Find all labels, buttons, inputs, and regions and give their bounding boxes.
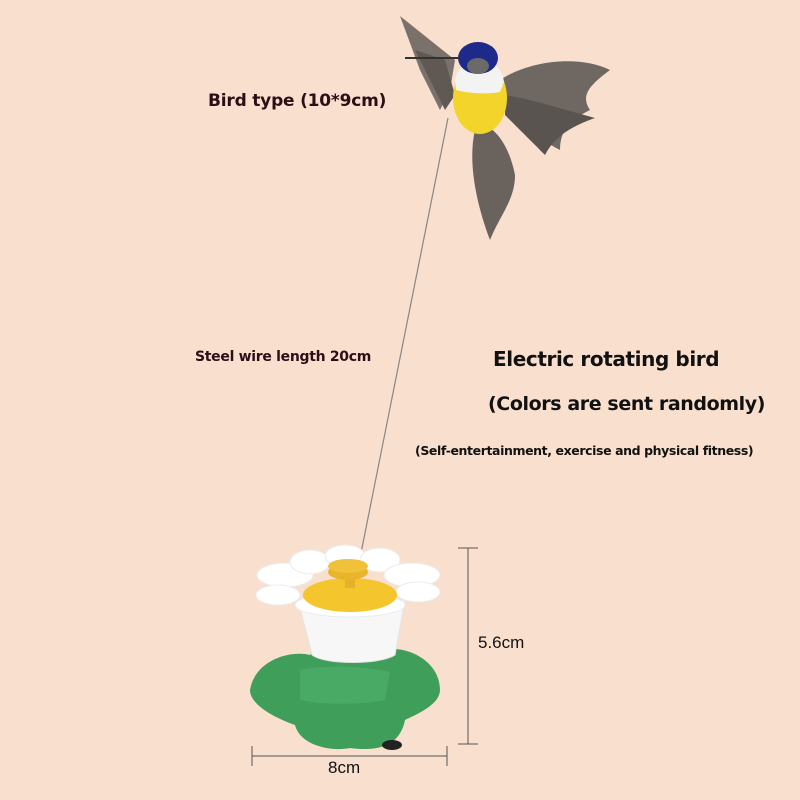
width-dimension-line	[251, 746, 448, 766]
flower-base	[250, 544, 441, 750]
product-title: Electric rotating bird	[493, 347, 720, 371]
bird-type-label: Bird type (10*9cm)	[208, 91, 387, 111]
hummingbird	[400, 16, 610, 240]
purpose-note: (Self-entertainment, exercise and physic…	[415, 443, 754, 458]
wire-length-label: Steel wire length 20cm	[195, 349, 372, 365]
height-dimension-label: 5.6cm	[478, 633, 525, 652]
height-dimension-line	[458, 547, 478, 745]
width-dimension-label: 8cm	[328, 758, 361, 777]
steel-wire	[359, 117, 449, 559]
colors-note: (Colors are sent randomly)	[488, 393, 766, 415]
